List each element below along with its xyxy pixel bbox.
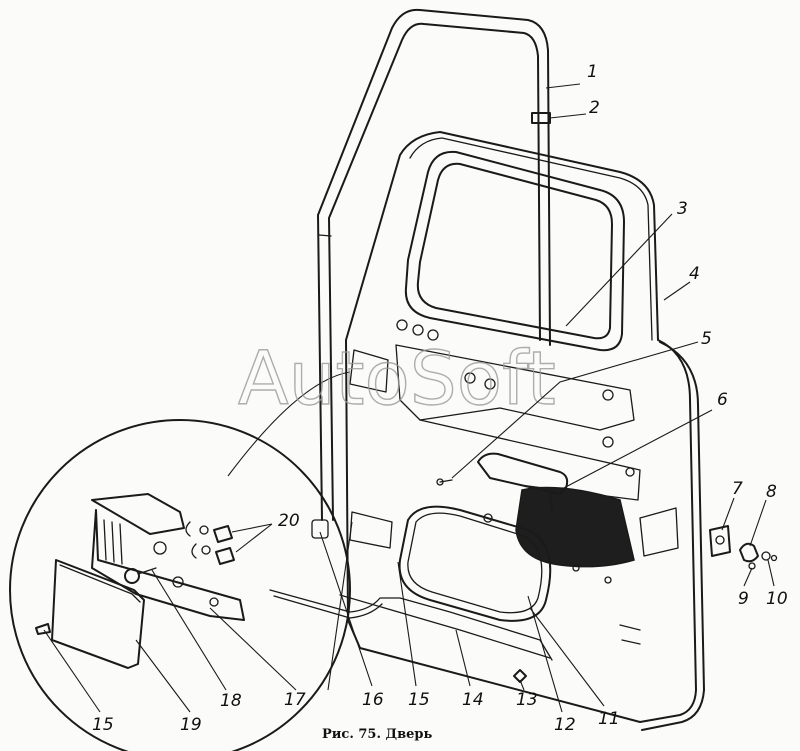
callout-7: 7 (732, 479, 743, 499)
lower-rods (269, 589, 553, 661)
callout-3: 3 (677, 199, 688, 219)
callout-4: 4 (689, 264, 700, 284)
callout-16: 16 (362, 690, 384, 710)
callout-12: 12 (554, 715, 576, 735)
callout-15-main: 15 (408, 690, 430, 710)
callout-13: 13 (516, 690, 538, 710)
callout-17: 17 (284, 690, 306, 710)
detail-circle (9, 371, 353, 751)
leader-lines (43, 83, 775, 713)
door-body (345, 131, 705, 731)
callout-numbers: 1 2 3 4 5 6 7 8 9 10 11 12 13 14 15 16 1… (92, 62, 788, 735)
callout-8: 8 (766, 482, 777, 502)
callout-5: 5 (701, 329, 712, 349)
watermark: AutoSoft (238, 336, 556, 422)
callout-18: 18 (220, 691, 242, 711)
callout-14: 14 (462, 690, 484, 710)
glass-run-channel (311, 8, 551, 539)
callout-15-detail: 15 (92, 715, 114, 735)
channel-clip (531, 112, 551, 124)
striker-parts (709, 525, 778, 570)
callout-20: 20 (278, 511, 300, 531)
channel-bracket (311, 519, 329, 539)
callout-2: 2 (589, 98, 600, 118)
figure-caption: Рис. 75. Дверь (322, 727, 432, 742)
screw-5 (436, 478, 453, 486)
callout-1: 1 (587, 62, 598, 82)
callout-10: 10 (766, 589, 788, 609)
callout-11: 11 (598, 709, 620, 729)
callout-9: 9 (738, 589, 749, 609)
inner-handle (477, 452, 569, 513)
callout-19: 19 (180, 715, 202, 735)
screw-13 (513, 669, 527, 683)
callout-6: 6 (717, 390, 728, 410)
